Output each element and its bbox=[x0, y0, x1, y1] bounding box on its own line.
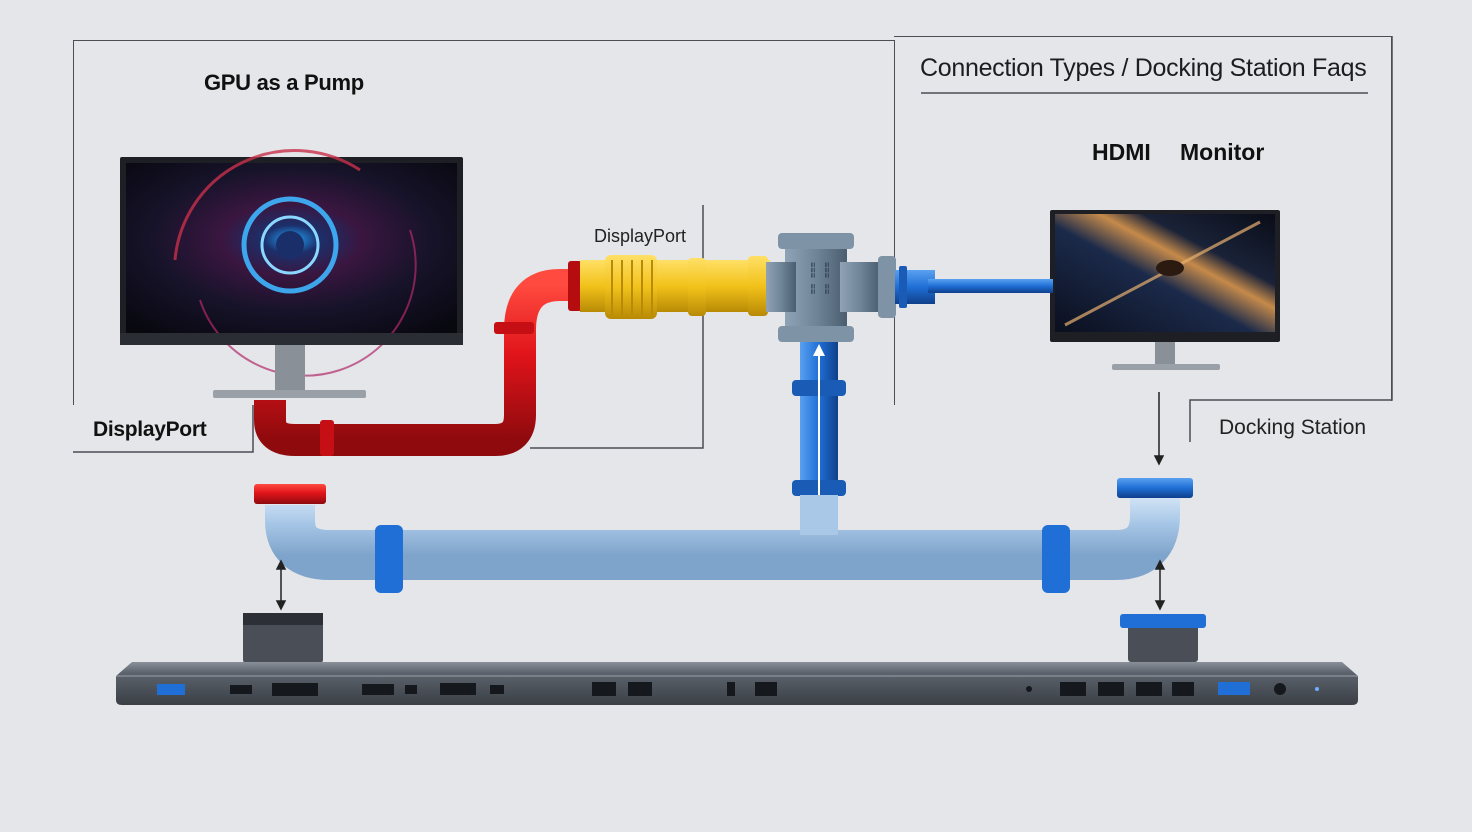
svg-text:≡≡≡ ≡≡: ≡≡≡ ≡≡ bbox=[821, 262, 831, 294]
pipe-tee-icon: ≡≡≡ ≡≡ ≡≡≡ ≡≡ bbox=[766, 233, 896, 342]
right-monitor-icon bbox=[1050, 210, 1280, 370]
svg-text:≡≡≡ ≡≡: ≡≡≡ ≡≡ bbox=[807, 262, 817, 294]
left-monitor-icon bbox=[120, 149, 463, 398]
faq-title: Connection Types / Docking Station Faqs bbox=[920, 54, 1367, 82]
docking-station-label: Docking Station bbox=[1219, 416, 1367, 439]
light-blue-main-pipe bbox=[254, 478, 1193, 593]
laptop-icon bbox=[116, 613, 1358, 705]
displayport-mid-label: DisplayPort bbox=[594, 226, 687, 246]
blue-vertical-pipe bbox=[792, 342, 846, 508]
connection-arrows bbox=[275, 392, 1166, 611]
hdmi-label: HDMI bbox=[1092, 139, 1151, 165]
monitor-label: Monitor bbox=[1180, 139, 1265, 165]
yellow-pipe bbox=[580, 255, 770, 319]
red-pipe bbox=[254, 261, 585, 456]
hdmi-blue-pipe bbox=[895, 266, 1053, 308]
gpu-pump-title: GPU as a Pump bbox=[204, 70, 364, 95]
left-frame bbox=[73, 40, 895, 405]
displayport-left-label: DisplayPort bbox=[93, 418, 207, 441]
